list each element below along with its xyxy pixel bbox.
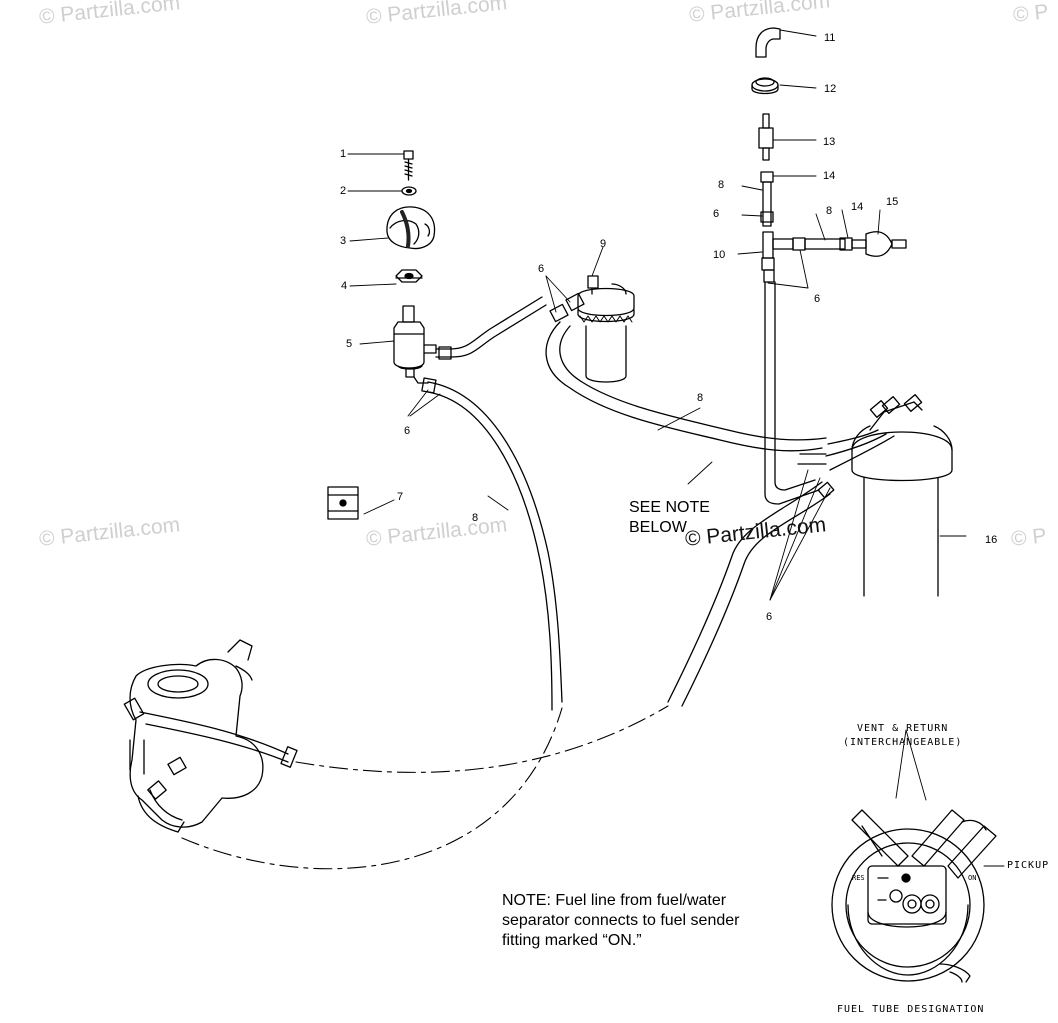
callout-8: 8 bbox=[472, 512, 479, 524]
callout-10: 10 bbox=[713, 249, 726, 261]
inset-pickup-label: PICKUP bbox=[1007, 860, 1050, 871]
see-note-label: BELOW bbox=[629, 519, 687, 536]
fuel-tank-part bbox=[825, 394, 953, 597]
washer-part bbox=[401, 186, 417, 196]
callout-8: 8 bbox=[718, 179, 725, 191]
horizontal-hose bbox=[792, 237, 853, 251]
screw-part bbox=[403, 150, 414, 181]
callout-6: 6 bbox=[814, 293, 821, 305]
callout-8: 8 bbox=[697, 392, 704, 404]
callout-8: 8 bbox=[826, 205, 833, 217]
inset-res-label: RES bbox=[852, 874, 865, 882]
mount-cap-part bbox=[386, 206, 436, 250]
dashed-connection-line bbox=[295, 705, 669, 773]
callout-4: 4 bbox=[341, 280, 348, 292]
fuel-filter-part bbox=[393, 305, 437, 384]
fuel-tube-designation-inset bbox=[831, 729, 1005, 983]
nut-part bbox=[395, 269, 423, 283]
inset-on-label: ON bbox=[968, 874, 977, 882]
callout-11: 11 bbox=[824, 32, 836, 44]
dashed-connection-line bbox=[181, 707, 563, 870]
callout-14: 14 bbox=[851, 201, 864, 213]
callout-14: 14 bbox=[823, 170, 836, 182]
callout-6: 6 bbox=[538, 263, 545, 275]
note-line: separator connects to fuel sender bbox=[502, 912, 740, 929]
vent-elbow-part bbox=[755, 27, 781, 58]
vent-clamp-part bbox=[751, 77, 779, 95]
carburetor-part bbox=[123, 639, 264, 833]
callout-1: 1 bbox=[340, 148, 347, 160]
tee-fitting-part bbox=[761, 231, 794, 271]
check-valve-part bbox=[758, 113, 774, 161]
hose-separator-to-tank bbox=[545, 321, 827, 465]
inset-caption: FUEL TUBE DESIGNATION bbox=[837, 1004, 985, 1015]
callout-3: 3 bbox=[340, 235, 347, 247]
vertical-hose-lower bbox=[763, 269, 820, 505]
callout-6: 6 bbox=[404, 425, 411, 437]
note-line: NOTE: Fuel line from fuel/water bbox=[502, 892, 727, 909]
hose-filter-to-carb bbox=[421, 377, 563, 711]
callout-15: 15 bbox=[886, 196, 899, 208]
callout-7: 7 bbox=[397, 491, 404, 503]
callout-6: 6 bbox=[766, 611, 773, 623]
callout-5: 5 bbox=[346, 338, 353, 350]
inset-title: VENT & RETURN bbox=[857, 723, 949, 734]
see-note-label: SEE NOTE bbox=[629, 499, 710, 516]
water-separator-part bbox=[549, 275, 635, 383]
vertical-hose-upper bbox=[760, 171, 774, 227]
inset-title: (INTERCHANGEABLE) bbox=[843, 737, 963, 748]
callout-2: 2 bbox=[340, 185, 347, 197]
leader-lines bbox=[347, 29, 967, 601]
callout-6: 6 bbox=[713, 208, 720, 220]
hose-tank-to-carb bbox=[667, 481, 835, 707]
clip-part bbox=[327, 486, 359, 520]
callout-9: 9 bbox=[600, 238, 607, 250]
hose-filter-to-separator bbox=[435, 296, 547, 360]
callout-13: 13 bbox=[823, 136, 836, 148]
callout-12: 12 bbox=[824, 83, 837, 95]
inline-filter-part bbox=[851, 231, 907, 257]
carb-intake-hose bbox=[139, 711, 298, 768]
note-line: fitting marked “ON.” bbox=[502, 932, 642, 949]
callout-16: 16 bbox=[985, 534, 998, 546]
